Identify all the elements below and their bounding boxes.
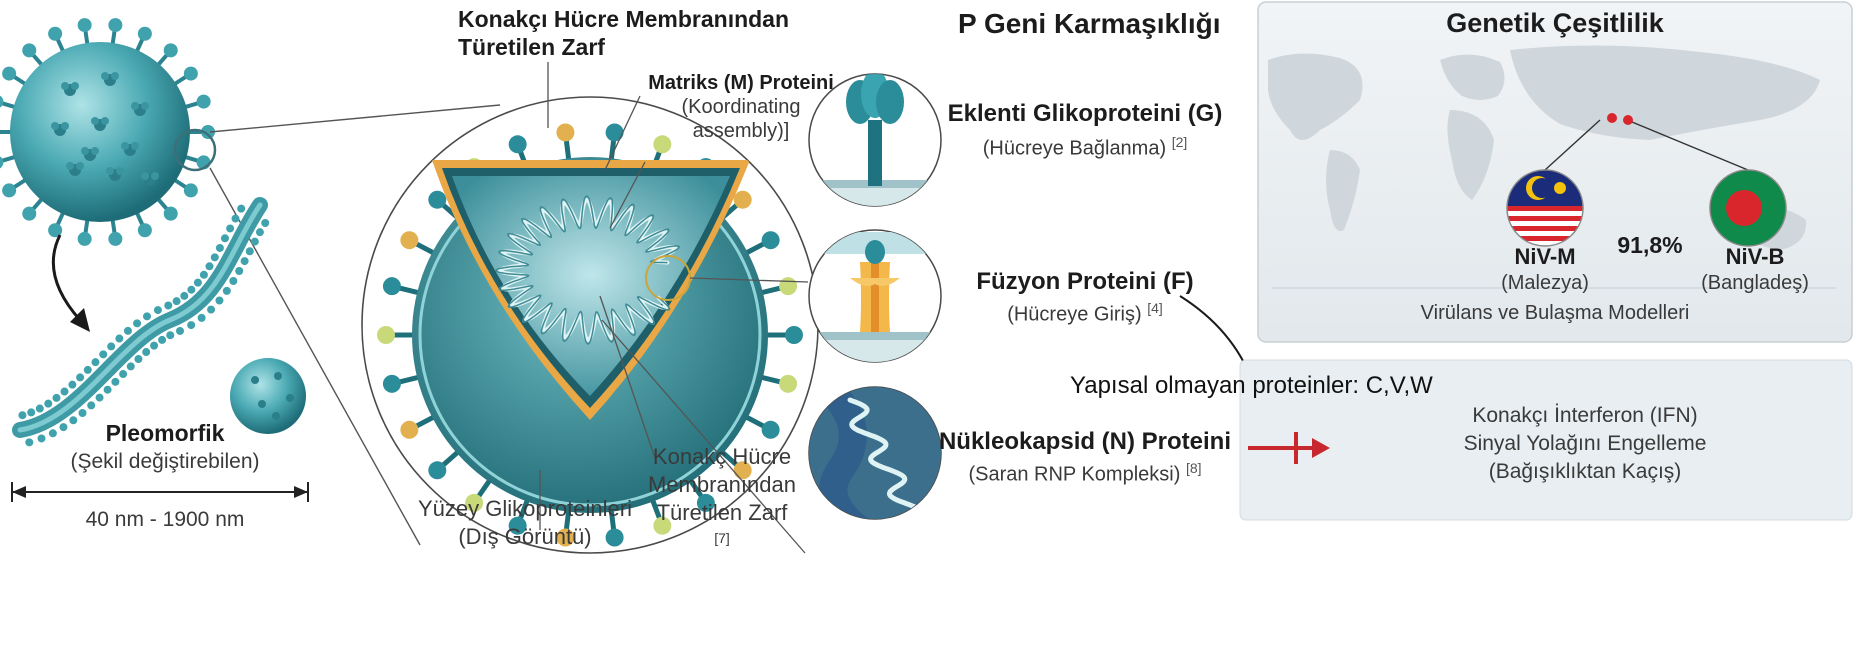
similarity-value: 91,8% <box>1600 232 1700 258</box>
bangladesh-flag-icon <box>1708 170 1788 246</box>
g-protein-title: Eklenti Glikoproteini (G) <box>930 100 1240 128</box>
envelope-bottom-ref: [7] <box>612 530 832 546</box>
f-protein-ref: [4] <box>1147 300 1163 316</box>
niv-m-country: (Malezya) <box>1480 272 1610 295</box>
envelope-bottom-line3: Türetilen Zarf <box>612 500 832 525</box>
virulence-footer: Virülans ve Bulaşma Modelleri <box>1258 302 1852 325</box>
n-protein-ref: [8] <box>1186 460 1202 476</box>
n-protein-subtitle: (Saran RNP Kompleksi) [8] <box>930 460 1240 487</box>
matrix-protein-title: Matriks (M) Proteini <box>636 72 846 95</box>
envelope-top-label-1: Konakçı Hücre Membranından <box>458 6 789 32</box>
niv-m-label: NiV-M <box>1480 244 1610 269</box>
transform-arrow <box>53 235 80 320</box>
n-protein-title: Nükleokapsid (N) Proteini <box>930 428 1240 456</box>
p-gene-title: P Geni Karmaşıklığı <box>958 8 1221 40</box>
ifn-line3: (Bağışıklıktan Kaçış) <box>1330 460 1840 484</box>
zoom-line-top <box>210 105 500 132</box>
envelope-bottom-line1: Konakç Hücre <box>612 444 832 469</box>
matrix-protein-line2: assembly)] <box>636 120 846 143</box>
f-protein-detail <box>805 230 945 368</box>
genetic-diversity-title: Genetik Çeşitlilik <box>1258 8 1852 39</box>
n-protein-subtitle-text: (Saran RNP Kompleksi) <box>968 464 1180 486</box>
nonstructural-proteins-label: Yapısal olmayan proteinler: C,V,W <box>1070 372 1433 400</box>
ifn-line2: Sinyal Yolağını Engelleme <box>1330 432 1840 456</box>
malaysia-flag-icon <box>1505 170 1585 246</box>
f-protein-title: Füzyon Proteini (F) <box>930 268 1240 296</box>
g-protein-subtitle: (Hücreye Bağlanma) [2] <box>930 134 1240 161</box>
size-scale-bar <box>12 482 308 502</box>
f-protein-subtitle: (Hücreye Giriş) [4] <box>930 300 1240 327</box>
matrix-protein-line1: (Koordinating <box>636 96 846 119</box>
g-protein-subtitle-text: (Hücreye Bağlanma) <box>983 138 1166 160</box>
f-protein-subtitle-text: (Hücreye Giriş) <box>1007 304 1141 326</box>
ifn-line1: Konakçı İnterferon (IFN) <box>1330 404 1840 428</box>
envelope-bottom-line2: Membranından <box>612 472 832 497</box>
niv-b-label: NiV-B <box>1690 244 1820 269</box>
g-protein-ref: [2] <box>1172 134 1188 150</box>
pleomorphic-title: Pleomorfik <box>40 420 290 446</box>
niv-b-country: (Bangladeş) <box>1690 272 1820 295</box>
pleomorphic-subtitle: (Şekil değiştirebilen) <box>40 450 290 474</box>
size-range-label: 40 nm - 1900 nm <box>40 508 290 532</box>
spherical-virion <box>0 18 215 246</box>
envelope-top-label-2: Türetilen Zarf <box>458 34 605 60</box>
